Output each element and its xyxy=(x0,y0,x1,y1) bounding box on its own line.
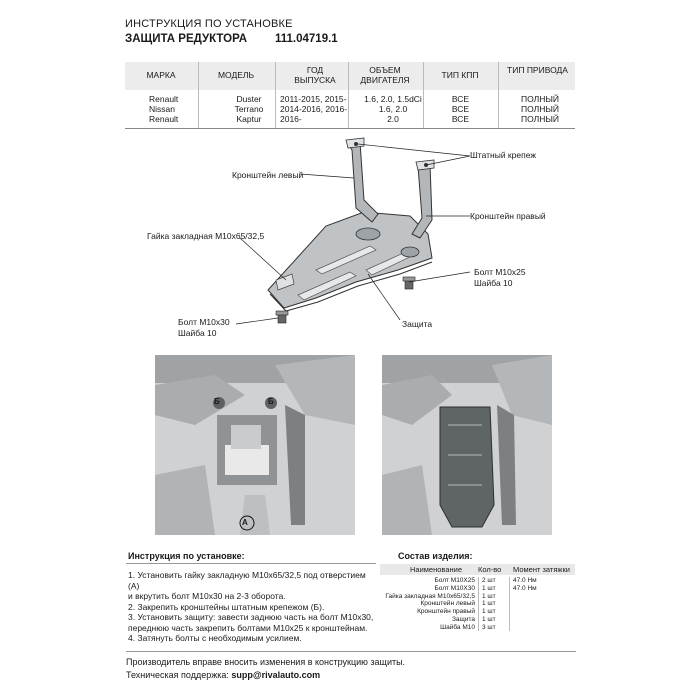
footer-divider xyxy=(126,651,576,652)
label-guard: Защита xyxy=(402,319,433,329)
table-divider xyxy=(275,62,276,128)
component-name: Шайба М10 xyxy=(440,623,475,631)
components-col-torque: Момент затяжки xyxy=(513,565,570,574)
instruction-step: 2. Закрепить кронштейны штатным крепежом… xyxy=(128,601,325,612)
instruction-step: 3. Установить защиту: завести заднюю час… xyxy=(128,612,374,622)
brand-cell: Renault Nissan Renault xyxy=(149,94,179,124)
label-washer-10-a: Шайба 10 xyxy=(474,278,513,288)
component-name: Гайка закладная М10х65/32,5 xyxy=(385,592,475,600)
components-names: Болт М10Х25 Болт М10Х30 Гайка закладная … xyxy=(380,577,475,632)
component-name: Болт М10Х30 xyxy=(434,584,475,592)
instruction-step: 1. Установить гайку закладную М10х65/32,… xyxy=(128,570,366,591)
engine-cell: 1.6, 2.0, 1.5dCi 1.6, 2.0 2.0 xyxy=(364,94,422,124)
footer-note: Производитель вправе вносить изменения в… xyxy=(126,657,406,667)
bolt-m10x25 xyxy=(402,276,416,290)
component-qty: 2 шт xyxy=(482,577,496,584)
year-cell: 2011-2015, 2015- 2014-2016, 2016- 2016- xyxy=(280,94,348,124)
doc-title: ИНСТРУКЦИЯ ПО УСТАНОВКЕ xyxy=(125,18,293,30)
component-torque: 47.0 Нм xyxy=(513,584,537,592)
label-nut: Гайка закладная М10х65/32,5 xyxy=(147,231,265,241)
components-header: Наименование Кол-во Момент затяжки xyxy=(380,564,575,575)
footer-support: Техническая поддержка: supp@rivalauto.co… xyxy=(126,670,320,680)
col-header-year: ГОД ВЫПУСКА xyxy=(294,65,336,85)
support-label: Техническая поддержка: xyxy=(126,670,229,680)
components-divider xyxy=(478,577,479,631)
product-name: ЗАЩИТА РЕДУКТОРА xyxy=(125,33,248,45)
instruction-step: переднюю часть закрепить болтами М10х25 … xyxy=(128,622,368,633)
label-bolt-m10x30: Болт М10х30 xyxy=(178,317,230,327)
label-bracket-right: Кронштейн правый xyxy=(470,211,546,221)
mark-a: A xyxy=(242,518,248,527)
col-header-gearbox: ТИП КПП xyxy=(441,70,479,80)
support-email-link[interactable]: supp@rivalauto.com xyxy=(231,670,321,680)
col-header-engine: ОБЪЕМ ДВИГАТЕЛЯ xyxy=(360,65,410,85)
col-header-model: МОДЕЛЬ xyxy=(217,70,255,80)
label-stock-mount: Штатный крепеж xyxy=(470,150,537,160)
gearbox-cell: ВСЕ ВСЕ ВСЕ xyxy=(451,94,470,124)
component-name: Болт М10Х25 xyxy=(434,577,475,584)
component-torque: 47.0 Нм xyxy=(513,577,537,584)
guard-plate xyxy=(267,211,433,312)
instructions-title: Инструкция по установке: xyxy=(128,551,245,561)
label-bolt-m10x25: Болт М10х25 xyxy=(474,267,526,277)
table-divider xyxy=(198,62,199,128)
compatibility-table: МАРКА МОДЕЛЬ ГОД ВЫПУСКА ОБЪЕМ ДВИГАТЕЛЯ… xyxy=(125,62,575,129)
table-header: МАРКА МОДЕЛЬ ГОД ВЫПУСКА ОБЪЕМ ДВИГАТЕЛЯ… xyxy=(125,62,575,90)
components-col-qty: Кол-во xyxy=(478,565,502,574)
component-qty: 1 шт xyxy=(482,600,496,608)
components-torque: 47.0 Нм 47.0 Нм xyxy=(513,577,537,593)
divider xyxy=(126,563,376,564)
instruction-step: и вкрутить болт М10х30 на 2-3 оборота. xyxy=(128,591,286,601)
photo-before-installation xyxy=(155,355,355,535)
component-name: Кронштейн правый xyxy=(417,608,475,616)
leader-lines xyxy=(235,143,471,325)
photo-after-installation xyxy=(382,355,552,535)
mark-b-left: Б xyxy=(214,397,220,406)
left-bracket xyxy=(345,137,379,223)
component-name: Защита xyxy=(451,615,475,623)
component-qty: 3 шт xyxy=(482,623,496,631)
bolt-m10x30 xyxy=(275,310,289,324)
table-divider xyxy=(423,62,424,128)
label-bracket-left: Кронштейн левый xyxy=(232,170,304,180)
components-col-name: Наименование xyxy=(410,565,462,574)
components-title: Состав изделия: xyxy=(398,551,473,561)
drive-cell: ПОЛНЫЙ ПОЛНЫЙ ПОЛНЫЙ xyxy=(521,94,559,124)
component-qty: 1 шт xyxy=(482,608,496,616)
component-qty: 1 шт xyxy=(482,592,496,600)
exploded-diagram xyxy=(235,137,471,325)
component-qty: 1 шт xyxy=(482,584,496,592)
table-divider xyxy=(498,62,499,128)
component-qty: 1 шт xyxy=(482,615,496,623)
table-divider xyxy=(348,62,349,128)
mark-b-right: Б xyxy=(268,397,274,406)
stock-fastener xyxy=(354,142,358,146)
component-name: Кронштейн левый xyxy=(420,600,475,608)
col-header-brand: МАРКА xyxy=(146,70,176,80)
components-divider xyxy=(509,577,510,631)
table-body: Renault Nissan Renault Duster Terrano Ka… xyxy=(125,90,575,129)
product-code: 111.04719.1 xyxy=(275,33,338,45)
instructions-list: 1. Установить гайку закладную М10х65/32,… xyxy=(128,570,378,644)
components-qty: 2 шт 1 шт 1 шт 1 шт 1 шт 1 шт 3 шт xyxy=(482,577,496,632)
col-header-drive: ТИП ПРИВОДА xyxy=(507,65,568,75)
model-cell: Duster Terrano Kaptur xyxy=(234,94,264,124)
instruction-step: 4. Затянуть болты с необходимым усилием. xyxy=(128,633,302,643)
label-washer-10-b: Шайба 10 xyxy=(178,328,217,338)
